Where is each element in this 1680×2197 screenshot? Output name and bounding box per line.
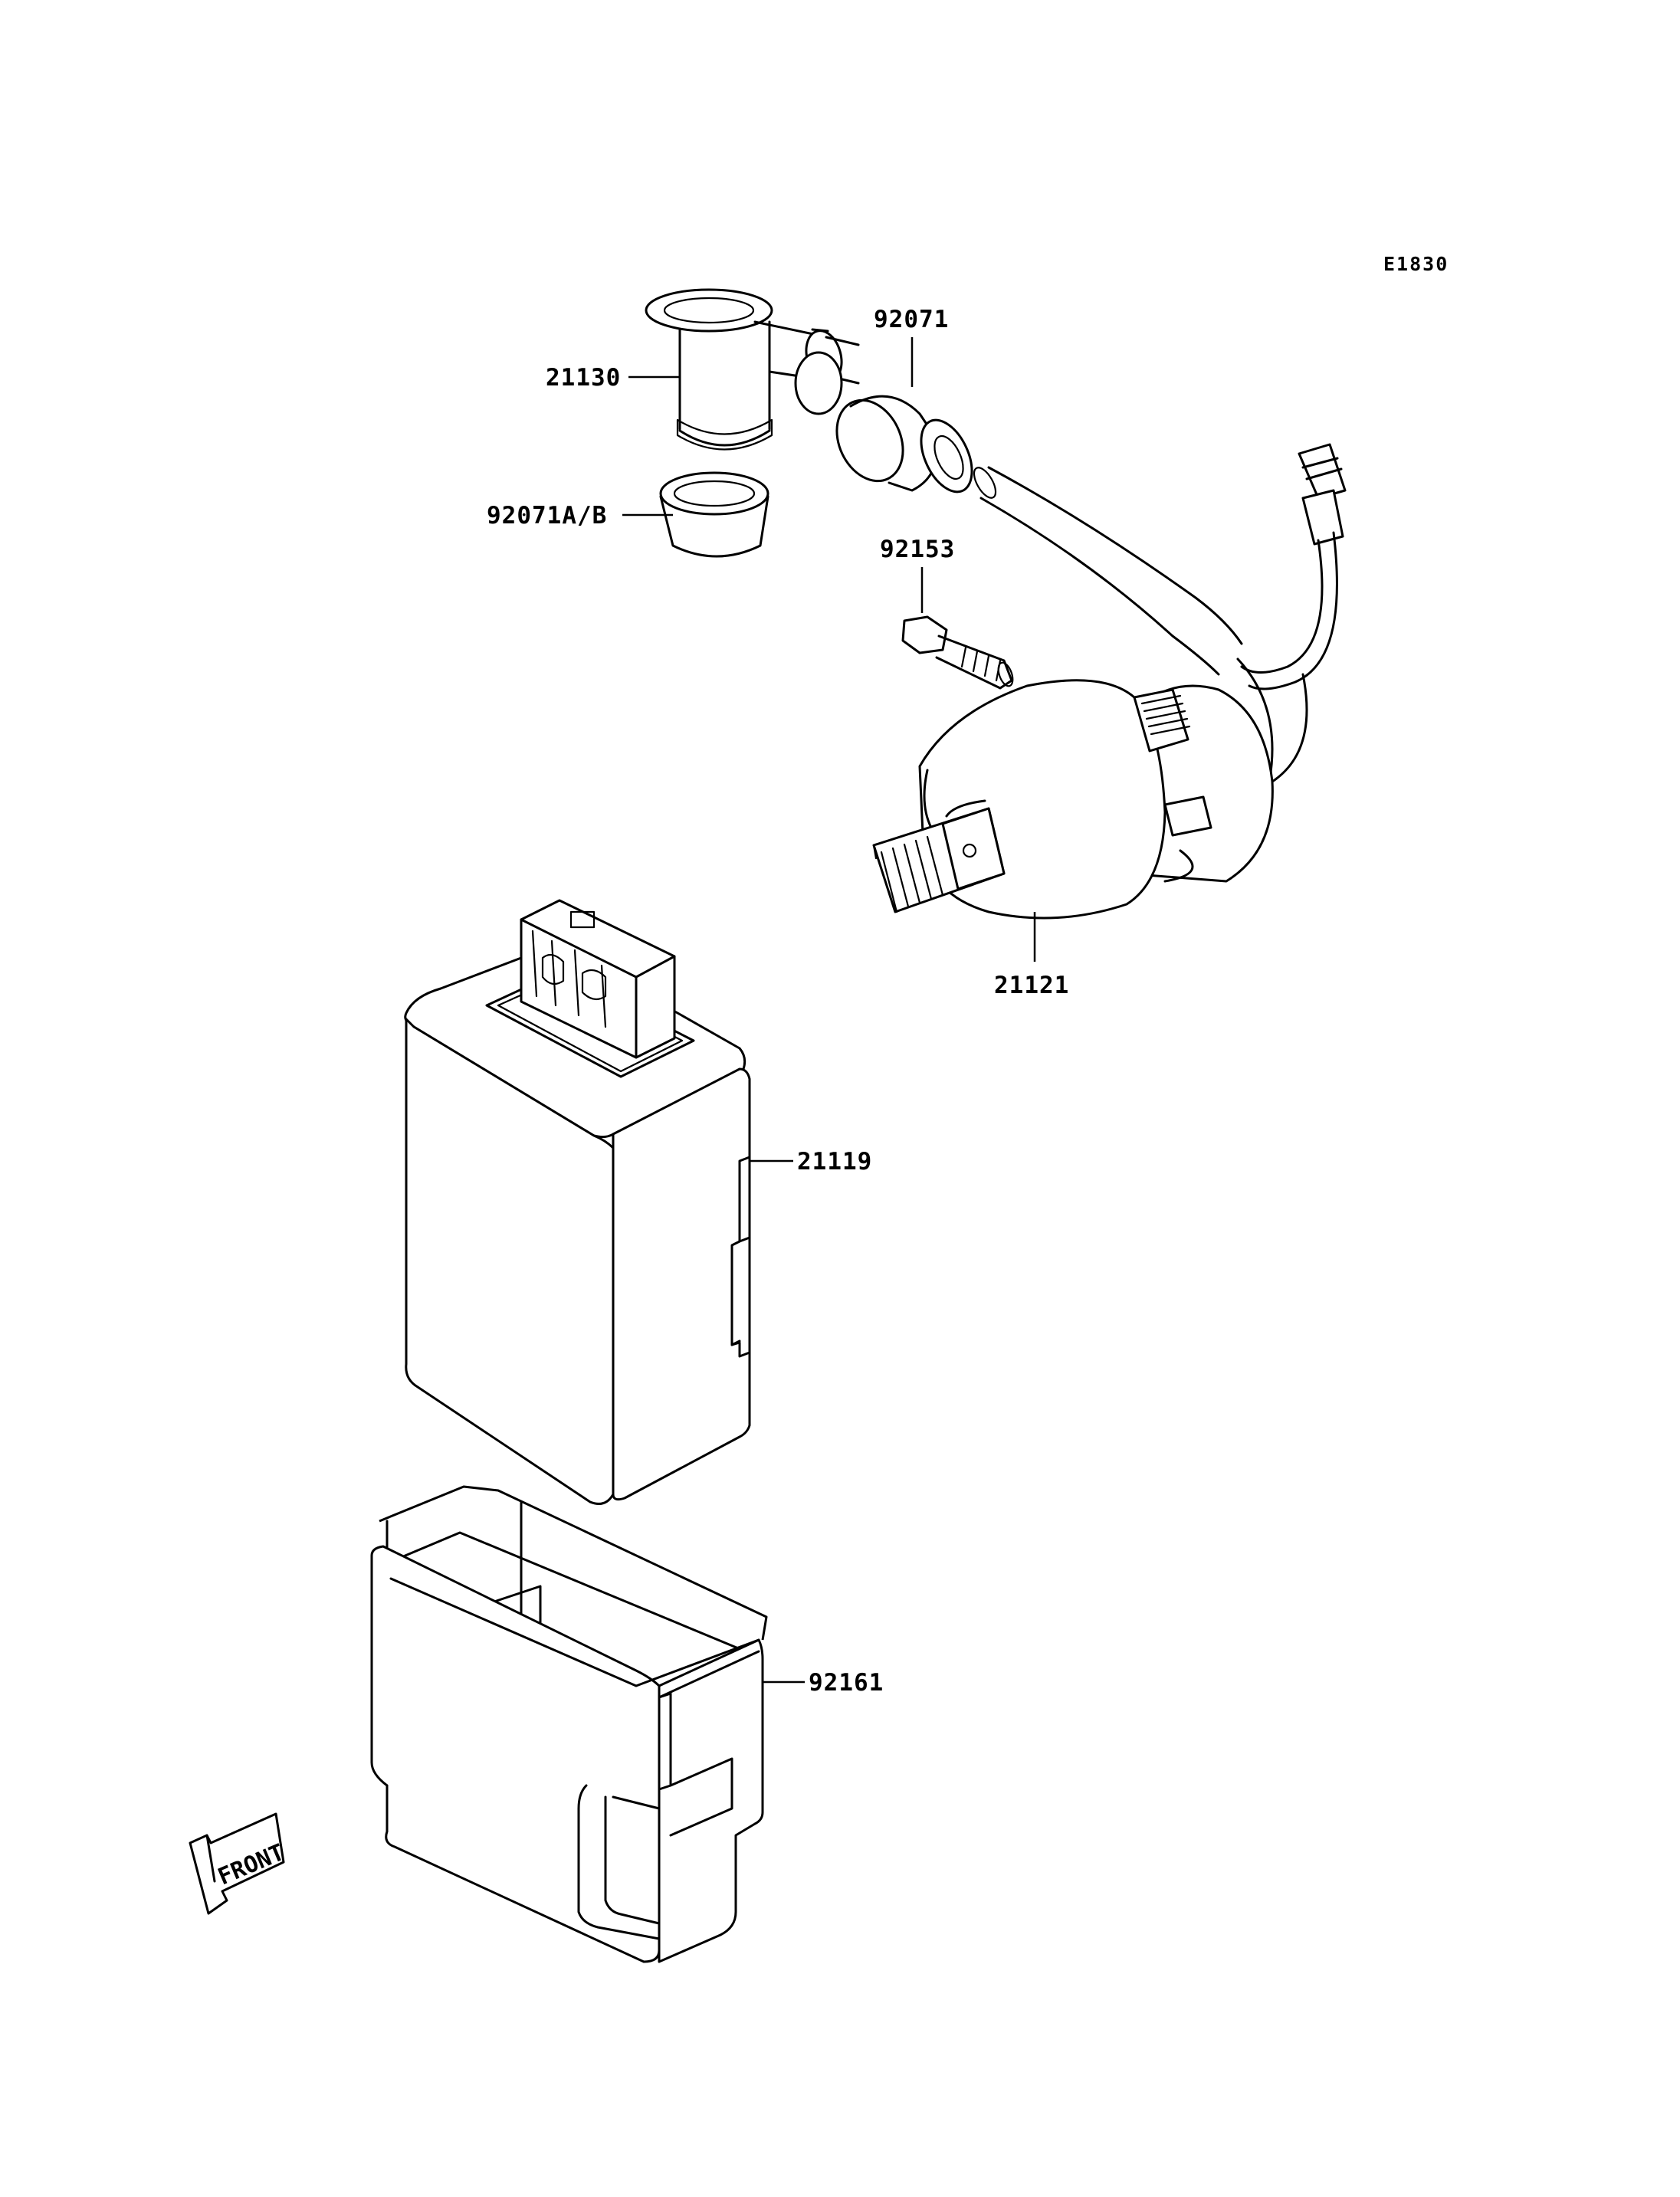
ignition-coil-21121[interactable] <box>872 679 1274 920</box>
seal-ring-92071ab[interactable] <box>659 471 769 558</box>
grommet-92071[interactable] <box>825 389 983 500</box>
label-92161[interactable]: 92161 <box>809 1669 884 1697</box>
cdi-unit-21119[interactable] <box>404 899 751 1505</box>
label-92071[interactable]: 92071 <box>874 306 949 333</box>
bolt-92153[interactable] <box>901 615 1016 690</box>
plug-cap-21130[interactable] <box>645 288 860 451</box>
label-92153[interactable]: 92153 <box>880 536 955 563</box>
diagram-code: E1830 <box>1383 253 1449 275</box>
label-21119[interactable]: 21119 <box>797 1148 872 1176</box>
label-92071ab[interactable]: 92071A/B <box>487 502 607 530</box>
label-21130[interactable]: 21130 <box>546 364 621 392</box>
holder-case-92161[interactable] <box>370 1485 768 1963</box>
label-21121[interactable]: 21121 <box>994 972 1069 999</box>
front-direction-arrow: FRONT <box>189 1812 288 1915</box>
wire-connector[interactable] <box>1236 443 1347 829</box>
high-tension-lead <box>973 466 1243 676</box>
